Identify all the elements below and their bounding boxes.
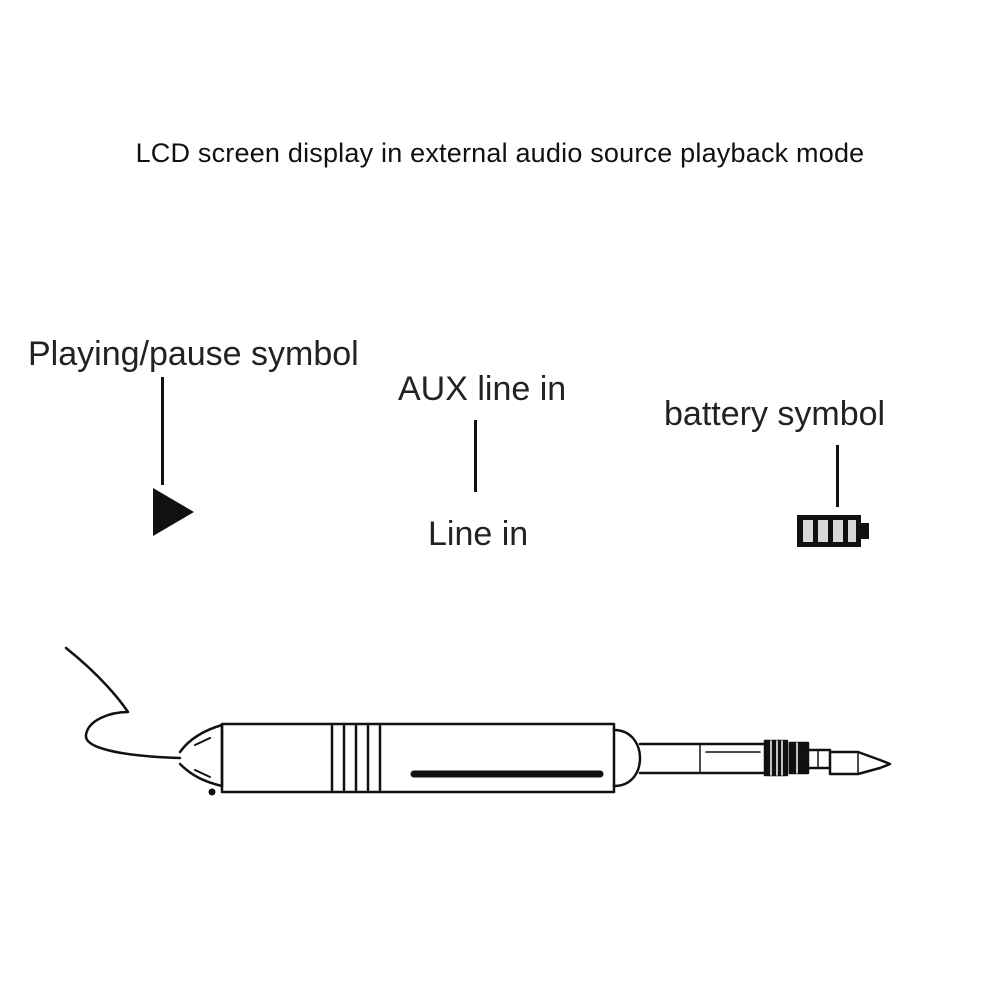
battery-label: battery symbol (664, 395, 886, 433)
battery-icon (797, 515, 869, 547)
diagram-title: LCD screen display in external audio sou… (135, 138, 865, 168)
play-pause-leader-line (161, 377, 164, 485)
line-in-indicator: Line in (428, 515, 529, 553)
aux-leader-line (474, 420, 477, 492)
cable (64, 646, 182, 760)
play-icon (153, 488, 194, 536)
battery-leader-line (836, 445, 839, 507)
plug-barrel (220, 722, 616, 794)
audio-jack-plug (64, 646, 892, 796)
aux-line-in-label: AUX line in (398, 370, 567, 408)
play-pause-label: Playing/pause symbol (28, 335, 359, 373)
